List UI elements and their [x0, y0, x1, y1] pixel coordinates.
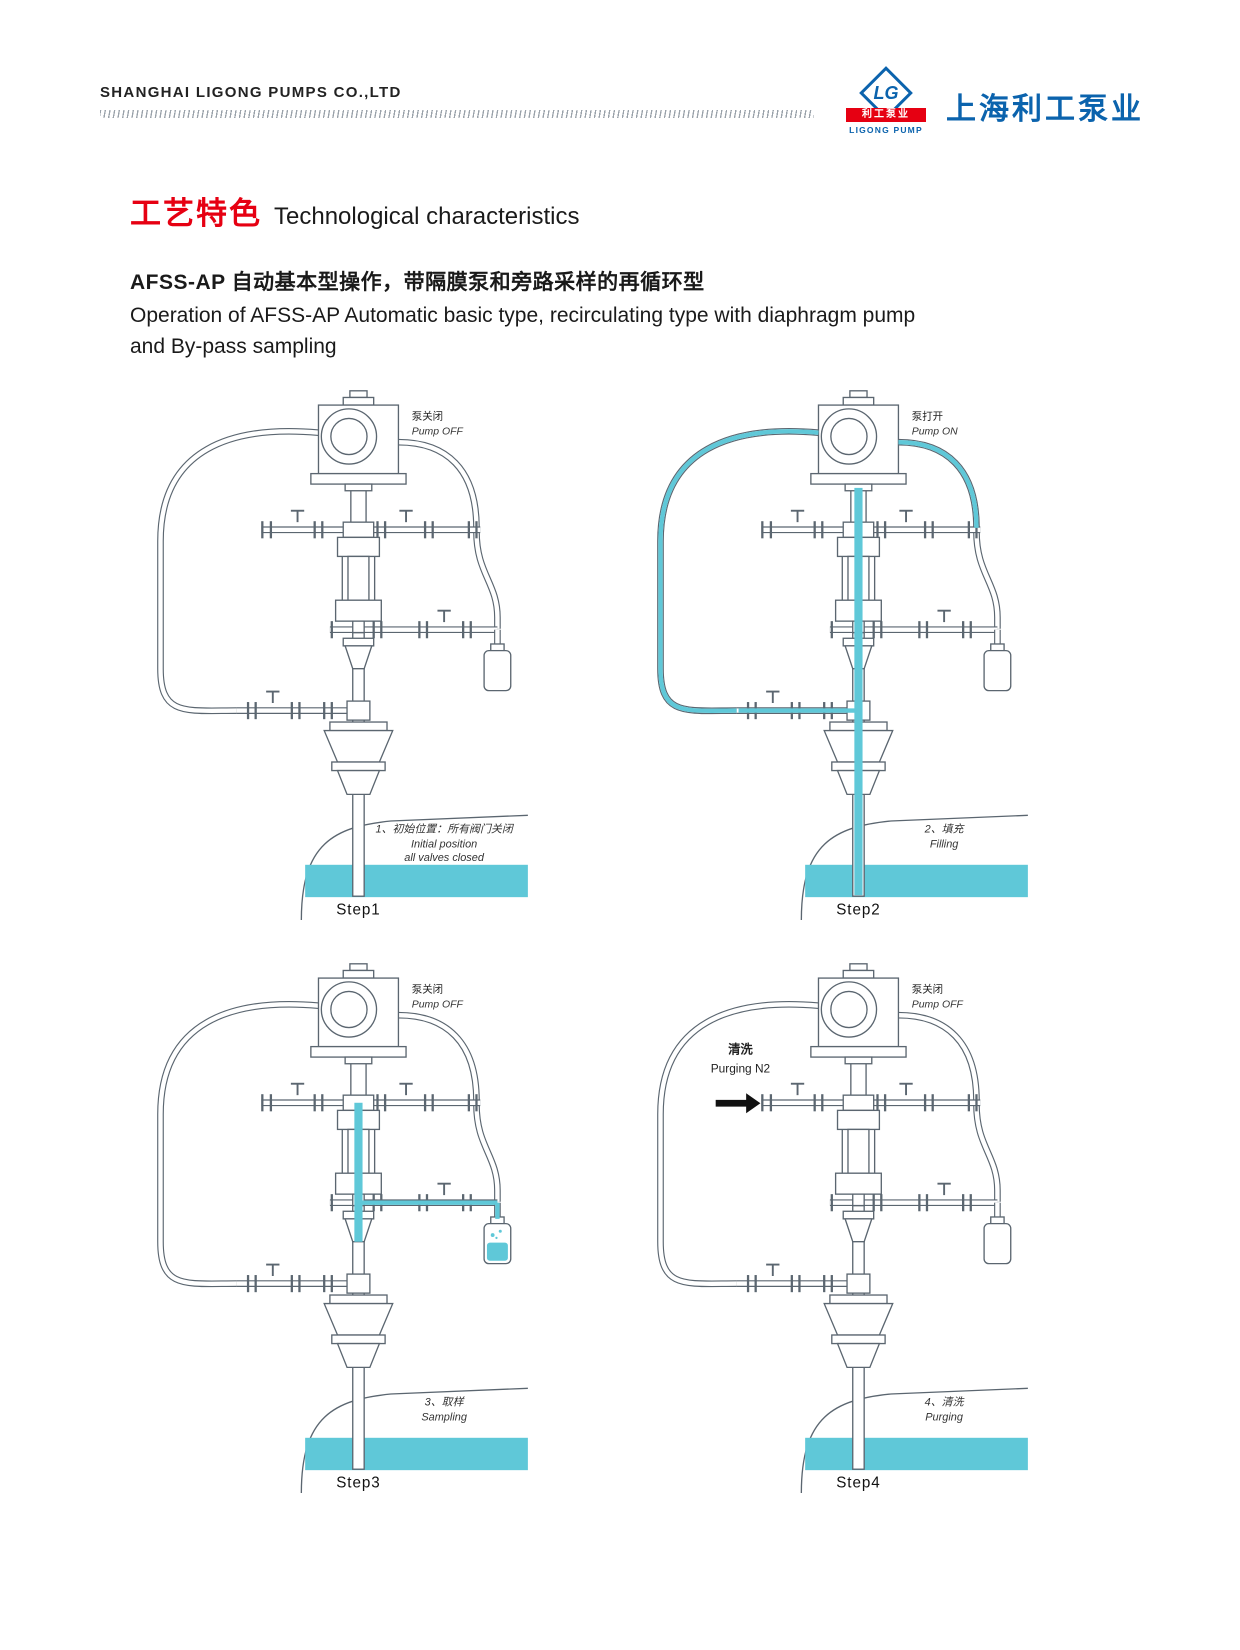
step-note-en1: Purging	[925, 1411, 963, 1423]
step-caption: Step3	[336, 1474, 381, 1491]
intro-line-en2: and By-pass sampling	[130, 335, 337, 359]
section-title-cn: 工艺特色	[130, 196, 262, 231]
step-caption: Step4	[836, 1474, 881, 1491]
step-note-en1: Filling	[930, 838, 959, 850]
step-note-cn: 2、填充	[924, 822, 966, 835]
step-caption: Step1	[336, 901, 381, 918]
page-header: SHANGHAI LIGONG PUMPS CO.,LTD LG 利工泵业 LI…	[100, 66, 1144, 140]
bottle-liquid	[486, 1229, 508, 1261]
step-note-en2: all valves closed	[404, 852, 485, 864]
company-name: SHANGHAI LIGONG PUMPS CO.,LTD	[100, 84, 402, 101]
pump-state-cn: 泵关闭	[912, 982, 943, 995]
step-card-4: 清洗 Purging N2 泵关闭 Pump OFF 4、清洗 Purging …	[628, 960, 1028, 1493]
pump-state-cn: 泵关闭	[412, 982, 443, 995]
pump-state-cn: 泵打开	[912, 409, 943, 422]
step-note-en1: Sampling	[421, 1411, 467, 1423]
flow-fills	[354, 1102, 508, 1261]
step-card-2: 泵打开 Pump ON 2、填充 Filling Step2	[628, 387, 1028, 920]
pump-state-en: Pump OFF	[412, 999, 464, 1010]
steps-grid: 泵关闭 Pump OFF 1、初始位置：所有阀门关闭 Initial posit…	[128, 387, 1240, 1493]
section-title: 工艺特色 Technological characteristics	[130, 188, 1240, 233]
step-note-cn: 3、取样	[425, 1395, 466, 1408]
purge-arrow-icon	[715, 1092, 761, 1113]
logo-monogram: LG	[873, 82, 899, 103]
intro-block: AFSS-AP 自动基本型操作，带隔膜泵和旁路采样的再循环型 Operation…	[130, 267, 1110, 363]
section-title-en: Technological characteristics	[274, 203, 580, 230]
pump-state-en: Pump OFF	[912, 999, 964, 1010]
logo-band-cn: 利工泵业	[846, 108, 926, 122]
purge-label-cn: 清洗	[728, 1041, 753, 1056]
step-caption: Step2	[836, 901, 881, 918]
pump-state-cn: 泵关闭	[412, 409, 443, 422]
logo-sub-en: LIGONG PUMP	[849, 125, 923, 135]
step2-schematic: 泵打开 Pump ON 2、填充 Filling Step2	[628, 387, 1028, 920]
intro-line-cn: AFSS-AP 自动基本型操作，带隔膜泵和旁路采样的再循环型	[130, 271, 705, 294]
step-note-en1: Initial position	[411, 838, 477, 850]
step3-schematic: 泵关闭 Pump OFF 3、取样 Sampling Step3	[128, 960, 528, 1493]
intro-line-en1: Operation of AFSS-AP Automatic basic typ…	[130, 303, 916, 327]
purge-label-en: Purging N2	[711, 1061, 770, 1075]
pump-state-en: Pump OFF	[412, 426, 464, 437]
purge-annotation: 清洗 Purging N2	[711, 1041, 770, 1113]
step4-schematic: 清洗 Purging N2 泵关闭 Pump OFF 4、清洗 Purging …	[628, 960, 1028, 1493]
step1-schematic: 泵关闭 Pump OFF 1、初始位置：所有阀门关闭 Initial posit…	[128, 387, 528, 920]
step-note-cn: 1、初始位置：所有阀门关闭	[375, 822, 514, 835]
step-card-3: 泵关闭 Pump OFF 3、取样 Sampling Step3	[128, 960, 528, 1493]
flow-fills	[658, 428, 979, 895]
step-card-1: 泵关闭 Pump OFF 1、初始位置：所有阀门关闭 Initial posit…	[128, 387, 528, 920]
header-divider-pattern	[100, 110, 814, 118]
pump-state-en: Pump ON	[912, 426, 958, 437]
company-logo: LG 利工泵业 LIGONG PUMP	[840, 66, 932, 140]
brand-name-cn: 上海利工泵业	[946, 93, 1144, 126]
step-note-cn: 4、清洗	[925, 1395, 965, 1408]
